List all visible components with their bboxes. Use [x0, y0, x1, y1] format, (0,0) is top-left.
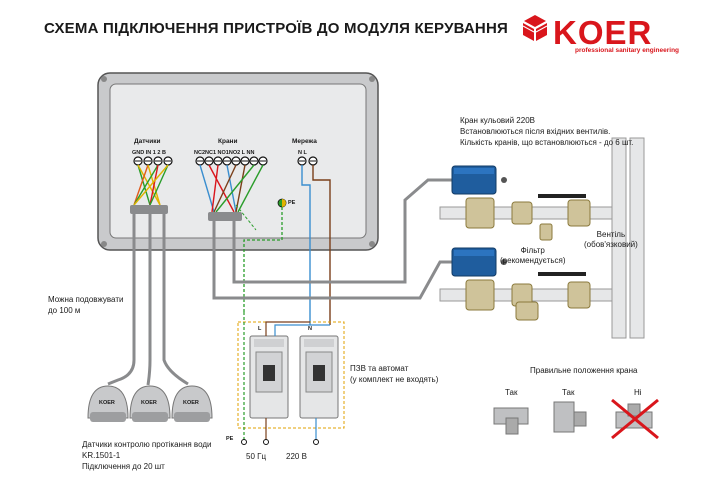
sensor-cables: [107, 212, 189, 386]
network-wire-n: [301, 165, 311, 325]
valve-terminals: [195, 156, 268, 166]
position-bad: [611, 398, 659, 440]
ball-valve-1: [451, 165, 507, 229]
shutoff-valve-line2: (обов'язковий): [584, 240, 638, 249]
valve-note-line1: Кран кульовий 220В: [460, 116, 535, 125]
bottom-pe-label: PE: [226, 436, 234, 442]
frequency-label: 50 Гц: [246, 452, 267, 461]
automatic-breaker: [299, 335, 339, 419]
fittings: [511, 199, 591, 321]
sensors-terminal-labels: GND IN 1 2 B: [132, 150, 166, 156]
valve-wires: [199, 164, 264, 213]
position-ok-1-label: Так: [505, 388, 518, 397]
sensors-note-line3: Підключення до 20 шт: [82, 462, 165, 471]
position-ok-2-label: Так: [562, 388, 575, 397]
sensors-note-line1: Датчики контролю протікання води: [82, 440, 212, 449]
page-title: СХЕМА ПІДКЛЮЧЕННЯ ПРИСТРОЇВ ДО МОДУЛЯ КЕ…: [44, 20, 508, 37]
leak-sensor-3: [171, 385, 213, 422]
position-ok-2: [553, 401, 587, 433]
filter-line2: (рекомендується): [500, 256, 566, 265]
filter-label: Фільтр (рекомендується): [500, 246, 566, 266]
position-legend-title: Правильне положення крана: [530, 366, 638, 375]
shutoff-valve-line1: Вентіль: [596, 230, 626, 239]
leak-sensor-2: [129, 385, 171, 422]
network-terminal-labels: N L: [298, 150, 307, 156]
shutoff-valve-label: Вентіль (обов'язковий): [584, 230, 638, 250]
valve-note-line3: Кількість кранів, що встановлюються - до…: [460, 138, 634, 147]
sensor-3-brand: KOER: [183, 400, 199, 406]
pe-ground-wire: [235, 198, 287, 312]
filter-line1: Фільтр: [520, 246, 545, 255]
sensor-1-brand: KOER: [99, 400, 115, 406]
breaker-n-label: N: [308, 326, 312, 332]
position-ok-1: [493, 407, 529, 435]
network-wire-l: [312, 165, 331, 325]
breaker-note-line1: ПЗВ та автомат: [350, 364, 409, 373]
position-bad-label: Ні: [634, 388, 642, 397]
valves-terminal-labels: NC2NC1 NO1NO2 L NN: [194, 150, 255, 156]
valves-group-label: Крани: [218, 138, 238, 145]
voltage-label: 220 В: [286, 452, 307, 461]
leak-sensor-1: [87, 385, 129, 422]
extend-note-line1: Можна подовжувати: [48, 295, 124, 304]
sensor-terminals: [133, 156, 173, 166]
extend-note-line2: до 100 м: [48, 306, 81, 315]
ball-valve-2: [451, 247, 507, 311]
network-terminals: [297, 156, 318, 166]
breaker-note-line2: (у комплект не входять): [350, 375, 439, 384]
network-group-label: Мережа: [292, 138, 317, 145]
rcd-breaker: [249, 335, 289, 419]
valve-cables: [212, 178, 452, 300]
sensor-wires: [133, 164, 169, 206]
sensors-note-line2: KR.1501-1: [82, 451, 121, 460]
brand-tagline: professional sanitary engineering: [575, 47, 680, 54]
sensor-2-brand: KOER: [141, 400, 157, 406]
brand-name: KOER: [553, 14, 653, 51]
sensors-group-label: Датчики: [134, 138, 161, 145]
valve-note-line2: Встановлюються після вхідних вентилів.: [460, 127, 611, 136]
breaker-l-label: L: [258, 326, 262, 332]
brand-emblem-icon: [522, 15, 548, 41]
pe-label: PE: [288, 200, 296, 206]
brand-logo: [519, 14, 551, 48]
